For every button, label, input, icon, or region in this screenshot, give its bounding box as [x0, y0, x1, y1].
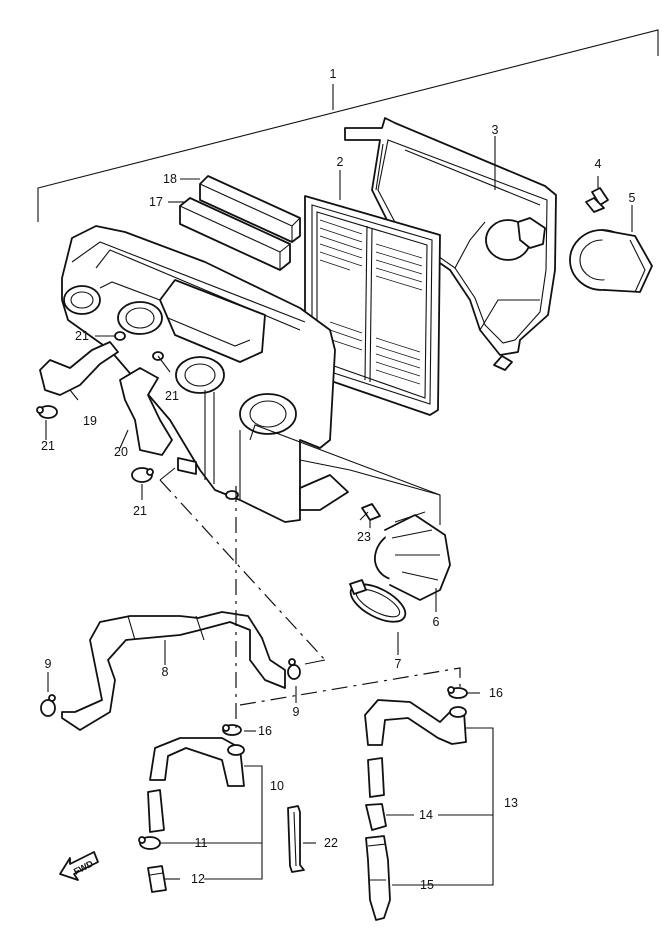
callout-23: 23: [357, 530, 371, 544]
callout-16-right: 16: [489, 686, 503, 700]
callout-7: 7: [395, 657, 402, 671]
callout-2: 2: [337, 155, 344, 169]
callout-16-left: 16: [258, 724, 272, 738]
callout-11: 11: [195, 836, 208, 850]
part-17-foam-pad: [179, 197, 291, 271]
part-2-filter-element: [304, 195, 441, 416]
callout-21-lower: 21: [133, 504, 147, 518]
leader-lines: [45, 136, 633, 886]
fwd-direction-marker: FWD: [59, 851, 99, 881]
forward-arrow-icon: [59, 851, 99, 881]
callout-13: 13: [504, 796, 518, 810]
part-22-bracket: [287, 805, 305, 873]
part-23-screw: [359, 503, 381, 521]
callout-19: 19: [83, 414, 97, 428]
part-7-clamp: [349, 579, 407, 623]
callout-21-upper: 21: [75, 329, 89, 343]
part-10-hose-set: [138, 737, 245, 893]
callout-6: 6: [433, 615, 440, 629]
part-5-intake-boot: [569, 229, 653, 293]
assembly-bracket-1: [37, 29, 659, 222]
part-20-hose: [119, 367, 173, 456]
air-cleaner-case: [61, 225, 349, 523]
callout-21-left: 21: [41, 439, 55, 453]
part-13-hose-set: [364, 699, 467, 921]
part-18-foam-pad: [199, 175, 301, 243]
callout-14: 14: [419, 808, 433, 822]
callout-9-right: 9: [293, 705, 300, 719]
part-4-screw: [585, 176, 609, 213]
callout-3: 3: [492, 123, 499, 137]
part-9-clips: [40, 658, 301, 717]
part-19-hose: [39, 341, 119, 396]
hose-route-lines: [159, 424, 461, 730]
callout-5: 5: [629, 191, 636, 205]
callout-9-left: 9: [45, 657, 52, 671]
callout-1: 1: [330, 67, 337, 81]
callout-15: 15: [420, 878, 434, 892]
part-6-outlet-boot: [374, 511, 451, 601]
callout-8: 8: [162, 665, 169, 679]
callout-17: 17: [149, 195, 163, 209]
part-3-case-cover: [344, 117, 557, 371]
callout-10: 10: [270, 779, 284, 793]
callout-18: 18: [163, 172, 177, 186]
callout-numbers: 1 2 3 4 5 6 7 8 9 9 10 11 12 13 14 15 16…: [41, 67, 635, 892]
callout-4: 4: [595, 157, 602, 171]
callout-20: 20: [114, 445, 128, 459]
callout-21-middle: 21: [165, 389, 179, 403]
callout-22: 22: [324, 836, 338, 850]
callout-12: 12: [191, 872, 205, 886]
part-8-hose: [61, 611, 286, 731]
